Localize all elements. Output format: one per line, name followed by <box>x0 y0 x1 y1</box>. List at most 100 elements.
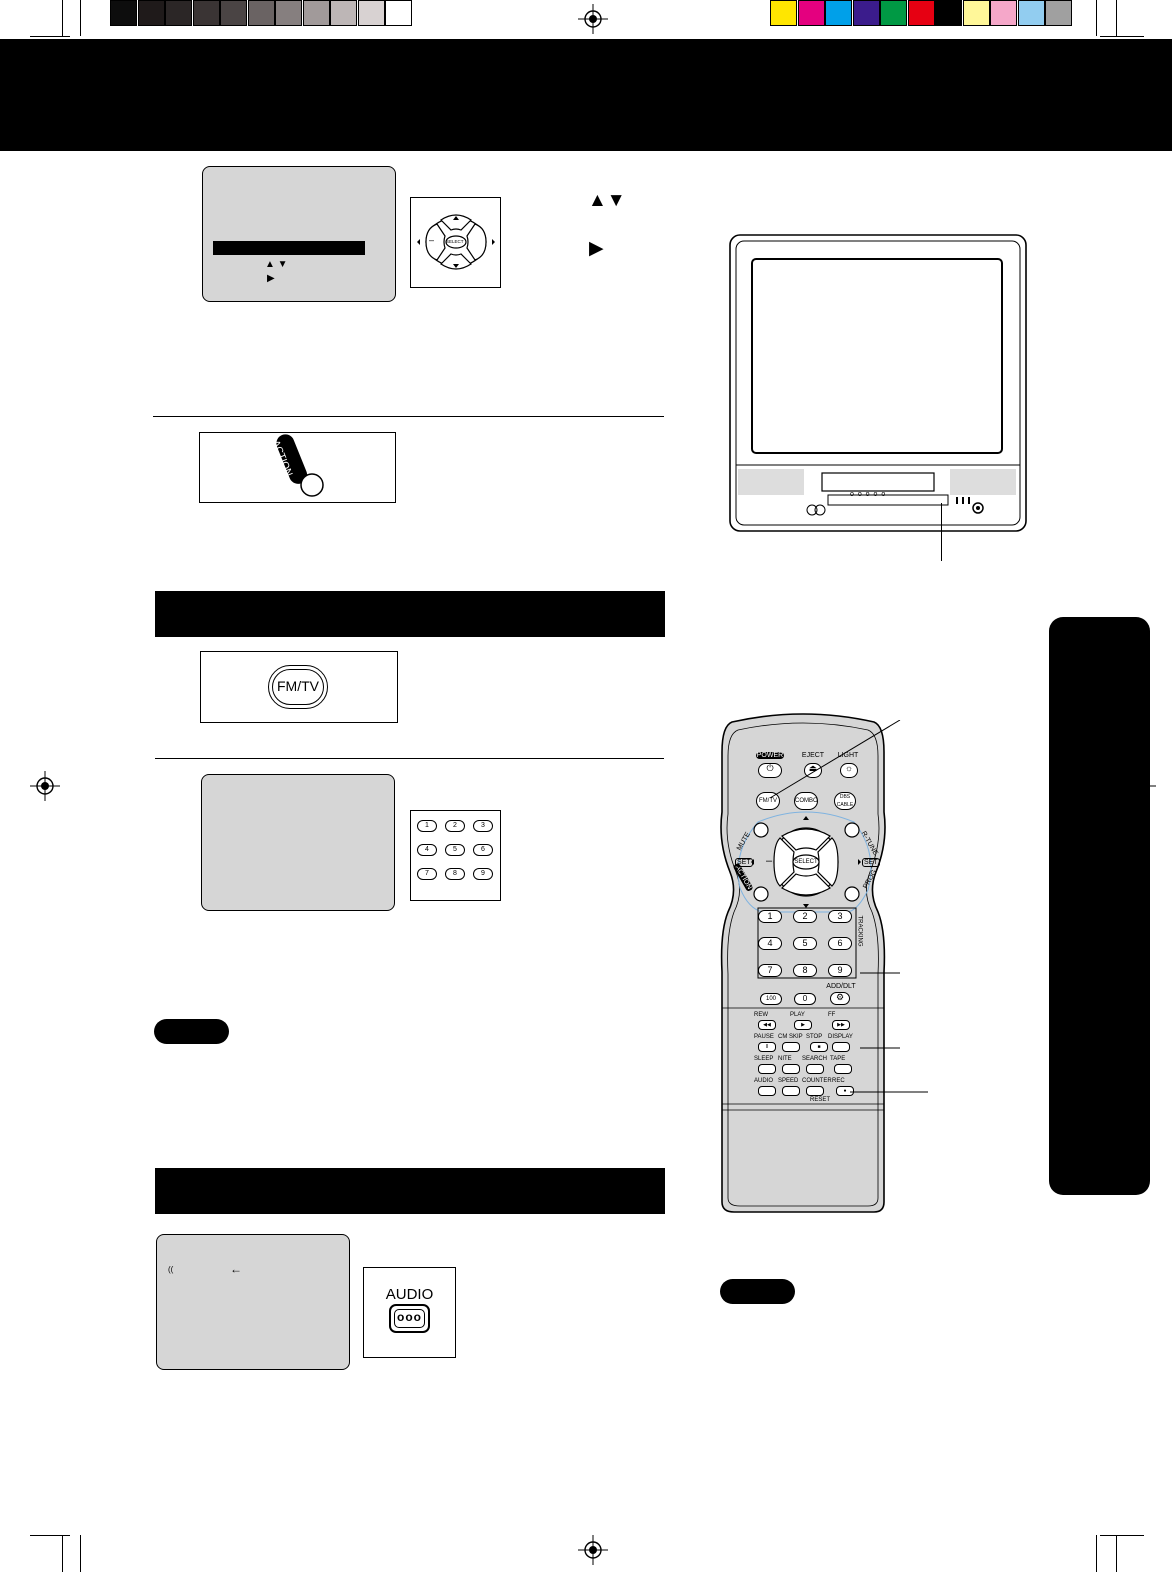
light-button[interactable]: ☼ <box>840 763 858 778</box>
remote-number-key-3[interactable]: 3 <box>828 910 852 923</box>
cm-skip-label: CM SKIP <box>778 1034 803 1040</box>
action-button-panel: ACTION <box>199 432 396 503</box>
registration-target-icon <box>578 1535 608 1565</box>
remote-number-key-8[interactable]: 8 <box>793 964 817 977</box>
menu-highlight-bar <box>213 241 365 255</box>
minus-label: – <box>766 855 773 867</box>
gray-swatch <box>165 0 192 26</box>
cm-skip-button[interactable] <box>782 1042 800 1052</box>
color-calibration-bar <box>770 0 1076 26</box>
crop-mark <box>1116 0 1117 36</box>
sleep-button[interactable] <box>758 1064 776 1074</box>
section-heading-bar <box>155 591 665 637</box>
gray-swatch <box>110 0 137 26</box>
light-label: LIGHT <box>837 752 859 759</box>
sleep-label: SLEEP <box>754 1056 774 1062</box>
ff-label: FF <box>828 1012 836 1018</box>
crop-mark <box>1096 1535 1097 1572</box>
gray-swatch <box>220 0 247 26</box>
speed-label: SPEED <box>778 1078 799 1084</box>
keypad-key-4: 4 <box>417 844 437 856</box>
crop-mark <box>1100 1535 1144 1536</box>
audio-label: AUDIO <box>754 1078 774 1084</box>
color-swatch <box>907 0 935 26</box>
combo-button[interactable]: COMBO <box>794 792 818 810</box>
tv-front-icon <box>729 234 1027 532</box>
remote-number-key-5[interactable]: 5 <box>793 937 817 950</box>
dpad-panel: SELECT – <box>410 197 501 288</box>
gray-swatch <box>385 0 412 26</box>
fmtv-button[interactable]: FM/TV <box>268 665 328 709</box>
fmtv-button-label: FM/TV <box>277 678 319 694</box>
tape-button[interactable] <box>834 1064 852 1074</box>
audio-button[interactable]: ooo <box>389 1304 430 1333</box>
select-label[interactable]: SELECT <box>794 859 818 865</box>
remote-number-key-1[interactable]: 1 <box>758 910 782 923</box>
remote-number-key-9[interactable]: 9 <box>828 964 852 977</box>
pause-button[interactable]: II <box>758 1042 776 1052</box>
counter-button[interactable] <box>806 1086 824 1096</box>
gray-swatch <box>192 0 220 26</box>
ff-button[interactable]: ▶▶ <box>832 1020 850 1030</box>
keypad-key-6: 6 <box>473 844 493 856</box>
speed-button[interactable] <box>782 1086 800 1096</box>
gray-swatch <box>302 0 330 26</box>
play-button[interactable]: ▶ <box>794 1020 812 1030</box>
search-label: SEARCH <box>802 1056 828 1062</box>
color-swatch <box>1045 0 1072 26</box>
nite-label: NITE <box>778 1056 792 1062</box>
color-swatch <box>852 0 880 26</box>
set-right-label: SET <box>862 858 880 867</box>
power-label: POWER <box>756 752 784 759</box>
keypad-key-2: 2 <box>445 820 465 832</box>
rec-label: REC <box>832 1078 845 1084</box>
keypad-key-7: 7 <box>417 868 437 880</box>
stop-label: STOP <box>806 1034 823 1040</box>
stop-button[interactable]: ■ <box>810 1042 828 1052</box>
eject-button[interactable]: ⏏ <box>804 763 822 778</box>
counter-label: COUNTER <box>802 1078 832 1084</box>
section-heading-bar <box>155 1168 665 1214</box>
audio-button-dots: ooo <box>397 1310 422 1324</box>
crop-mark <box>1096 0 1097 36</box>
crop-mark <box>30 36 70 37</box>
color-swatch <box>770 0 797 26</box>
zero-button[interactable]: 0 <box>794 993 816 1005</box>
keypad-key-1: 1 <box>417 820 437 832</box>
power-button[interactable]: ⏻ <box>758 763 782 778</box>
rew-label: REW <box>754 1012 768 1018</box>
tape-label: TAPE <box>830 1056 846 1062</box>
audio-signal-icon: (( <box>168 1265 174 1274</box>
crop-mark <box>1100 36 1144 37</box>
reset-label: RESET <box>810 1097 831 1103</box>
audio-selection-arrow: ← <box>230 1262 242 1276</box>
remote-fmtv-button[interactable]: FM/TV <box>756 792 780 810</box>
fmtv-button-inner <box>272 669 324 705</box>
crop-mark <box>1116 1535 1117 1572</box>
set-left-label: SET <box>735 858 753 867</box>
tv-pointer-line <box>941 503 942 561</box>
gray-swatch <box>330 0 357 26</box>
rec-button[interactable]: ● <box>836 1086 854 1096</box>
audio-button-inner <box>394 1309 425 1328</box>
dbs-cable-button[interactable]: DBS CABLE <box>834 792 856 810</box>
rew-button[interactable]: ◀◀ <box>758 1020 776 1030</box>
nite-button[interactable] <box>782 1064 800 1074</box>
audio-button[interactable] <box>758 1086 776 1096</box>
display-button[interactable] <box>832 1042 850 1052</box>
hundred-button[interactable]: 100 <box>760 993 782 1005</box>
eject-label: EJECT <box>801 752 825 759</box>
audio-button-panel: AUDIO ooo <box>363 1267 456 1358</box>
remote-number-key-4[interactable]: 4 <box>758 937 782 950</box>
osd-channel-screen <box>201 774 395 911</box>
remote-number-key-6[interactable]: 6 <box>828 937 852 950</box>
add-dlt-button[interactable]: ⚙ <box>830 992 850 1005</box>
instruction-arrow-up-down: ▲▼ <box>588 190 626 211</box>
remote-number-key-7[interactable]: 7 <box>758 964 782 977</box>
color-swatch <box>935 0 962 26</box>
gray-swatch <box>357 0 385 26</box>
search-button[interactable] <box>806 1064 824 1074</box>
fmtv-button-panel: FM/TV <box>200 651 398 723</box>
color-swatch <box>1017 0 1045 26</box>
remote-number-key-2[interactable]: 2 <box>793 910 817 923</box>
